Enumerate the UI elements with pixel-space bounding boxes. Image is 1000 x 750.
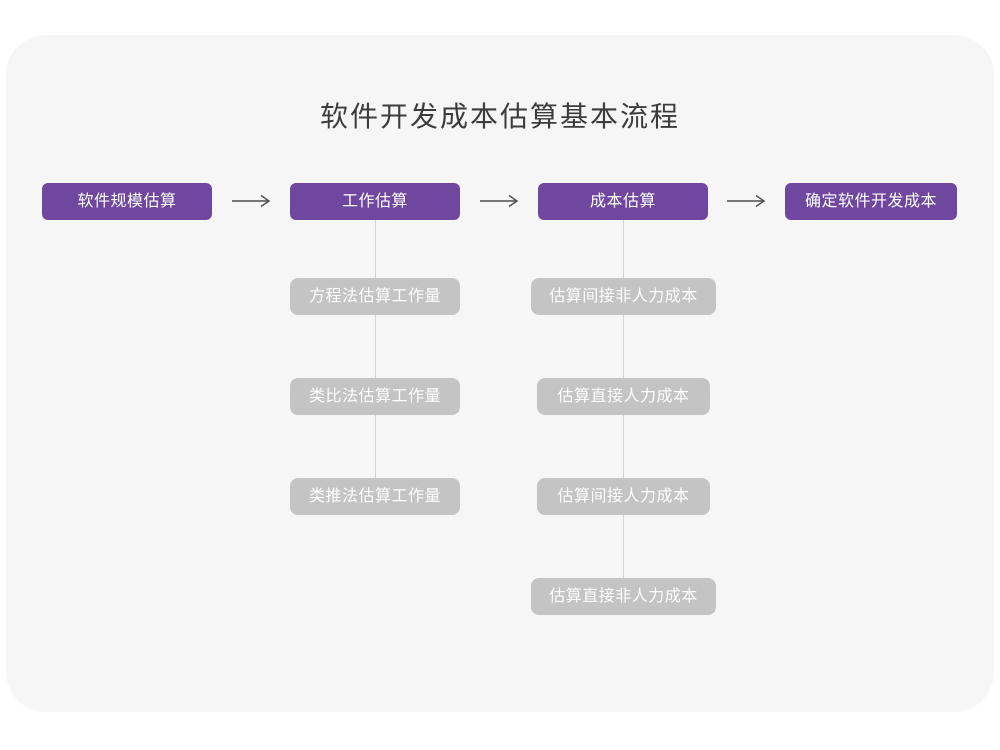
- connector-work-estimation-line: [375, 220, 376, 497]
- step-cost-estimation: 成本估算: [538, 183, 708, 220]
- arrow-right-icon: [480, 194, 519, 208]
- step-label: 确定软件开发成本: [804, 193, 937, 210]
- step-label: 软件规模估算: [77, 193, 177, 210]
- cost-label: 估算间接人力成本: [557, 488, 690, 505]
- method-analogy-workload: 类比法估算工作量: [290, 378, 460, 415]
- arrow-right-icon: [232, 194, 271, 208]
- cost-indirect-labor: 估算间接人力成本: [537, 478, 710, 515]
- cost-direct-labor: 估算直接人力成本: [537, 378, 710, 415]
- step-label: 成本估算: [589, 193, 656, 210]
- cost-direct-non-labor: 估算直接非人力成本: [531, 578, 716, 615]
- method-equation-workload: 方程法估算工作量: [290, 278, 460, 315]
- step-work-estimation: 工作估算: [290, 183, 460, 220]
- flowchart-card: [6, 35, 994, 712]
- step-software-size-estimation: 软件规模估算: [42, 183, 212, 220]
- method-label: 类比法估算工作量: [308, 388, 441, 405]
- diagram-title: 软件开发成本估算基本流程: [319, 101, 680, 132]
- cost-indirect-non-labor: 估算间接非人力成本: [531, 278, 716, 315]
- arrow-right-icon: [727, 194, 766, 208]
- cost-label: 估算间接非人力成本: [549, 288, 698, 305]
- method-label: 类推法估算工作量: [308, 488, 441, 505]
- method-extrapolation-workload: 类推法估算工作量: [290, 478, 460, 515]
- step-determine-software-dev-cost: 确定软件开发成本: [785, 183, 957, 220]
- cost-label: 估算直接非人力成本: [549, 588, 698, 605]
- step-label: 工作估算: [341, 193, 408, 210]
- cost-label: 估算直接人力成本: [557, 388, 690, 405]
- method-label: 方程法估算工作量: [308, 288, 441, 305]
